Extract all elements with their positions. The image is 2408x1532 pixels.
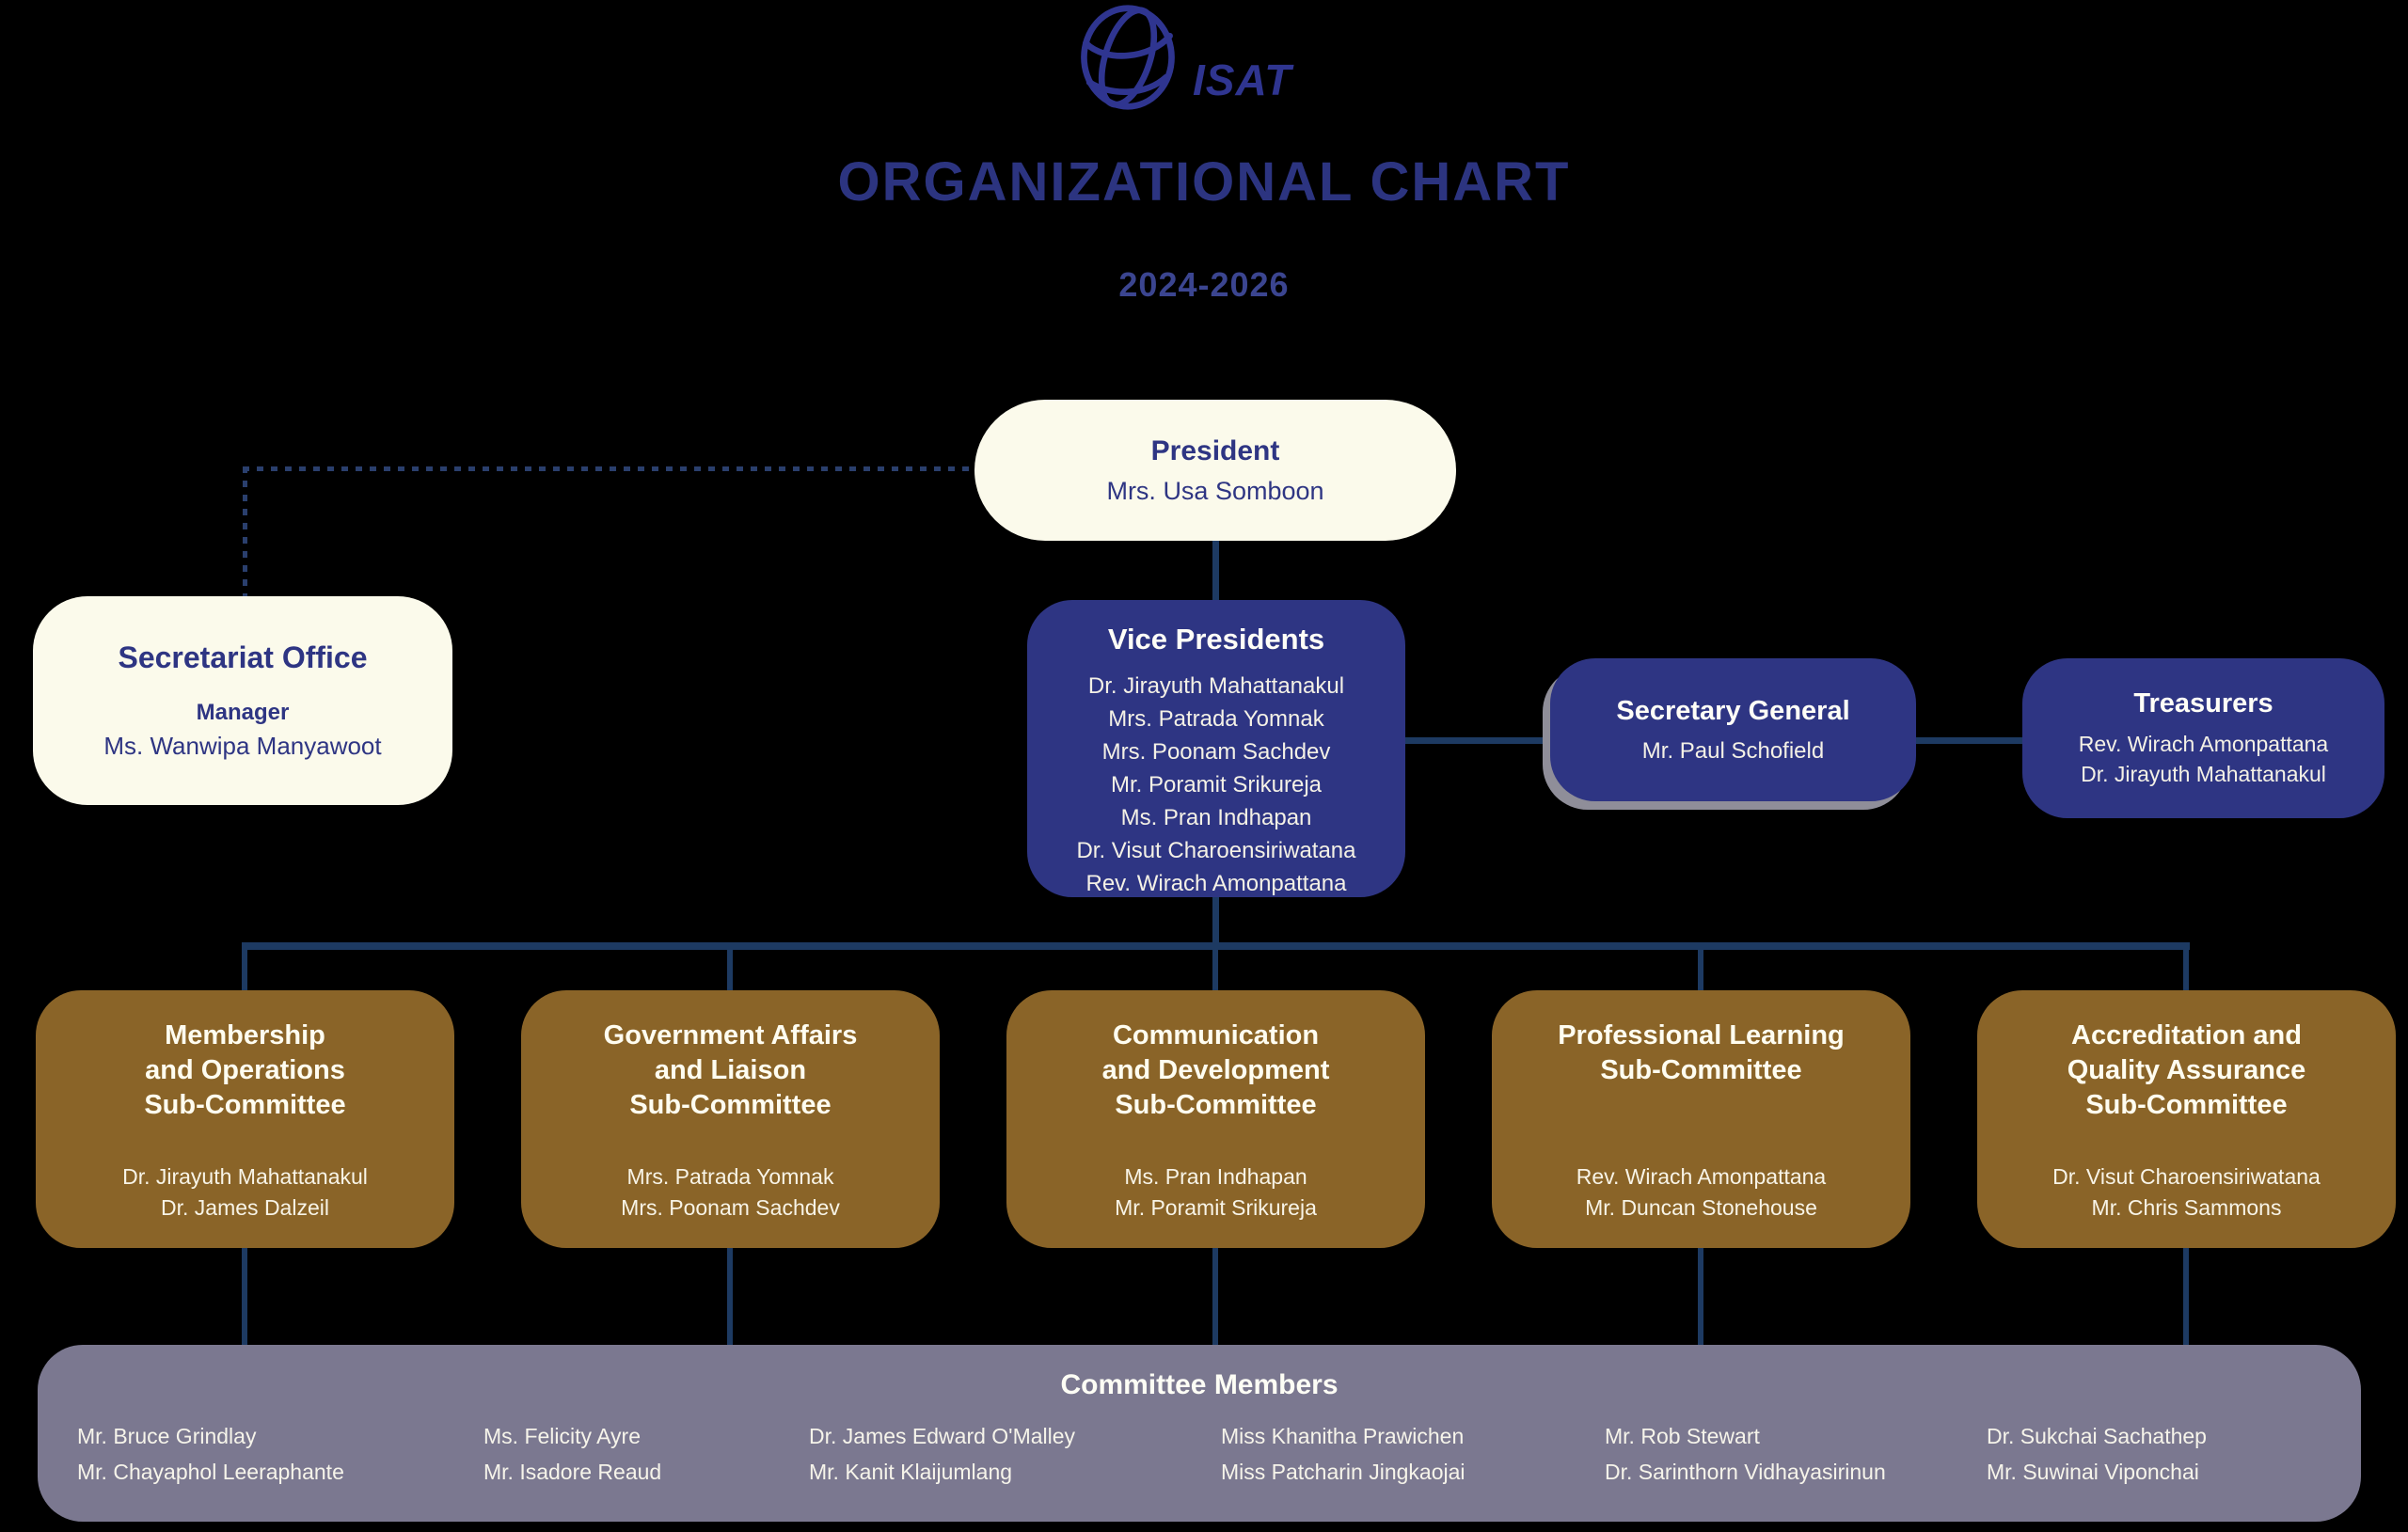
committee-members-title: Committee Members [1060,1369,1339,1400]
node-members: Rev. Wirach Amonpattana Mr. Duncan Stone… [1576,1164,1827,1220]
drop-subcommittee-5 [2183,942,2189,990]
node-members: Ms. Wanwipa Manyawoot [103,732,382,760]
committee-members-column: Dr. James Edward O'Malley Mr. Kanit Klai… [809,1424,1076,1484]
node-members: Mr. Paul Schofield [1641,737,1825,764]
brand-logo: ISAT [1078,4,1291,111]
node-title: Secretariat Office [118,640,368,674]
node-members: Ms. Pran Indhapan Mr. Poramit Srikureja [1115,1164,1317,1220]
node-role: Manager [196,700,290,725]
committee-members-column: Dr. Sukchai Sachathep Mr. Suwinai Viponc… [1987,1424,2207,1484]
committee-members-column: Ms. Felicity Ayre Mr. Isadore Reaud [483,1424,662,1484]
connector-president-vp [1212,541,1219,600]
node-members: Dr. Visut Charoensiriwatana Mr. Chris Sa… [2052,1164,2321,1220]
node-members: Rev. Wirach Amonpattana Dr. Jirayuth Mah… [2078,731,2329,786]
node-subcommittee-government-affairs: Government Affairs and Liaison Sub-Commi… [521,990,940,1248]
committee-members-column: Mr. Rob Stewart Dr. Sarinthorn Vidhayasi… [1605,1424,1886,1484]
node-treasurers: Treasurers Rev. Wirach Amonpattana Dr. J… [2022,658,2384,818]
node-subcommittee-accreditation-quality: Accreditation and Quality Assurance Sub-… [1977,990,2396,1248]
drop-committee-4 [1698,1248,1703,1347]
node-title: President [1150,434,1280,466]
drop-committee-1 [242,1248,247,1347]
connector-secretary-general-treasurers [1916,737,2022,744]
node-secretary-general: Secretary General Mr. Paul Schofield [1550,658,1916,801]
drop-committee-2 [727,1248,733,1347]
connector-president-secretariat-h [243,466,974,471]
node-title: Secretary General [1616,695,1850,726]
node-title: Communication and Development Sub-Commit… [1101,1020,1330,1120]
drop-committee-5 [2183,1248,2189,1347]
drop-subcommittee-4 [1698,942,1703,990]
brand-name: ISAT [1193,55,1292,104]
drop-subcommittee-2 [727,942,733,990]
node-members: Dr. Jirayuth Mahattanakul Mrs. Patrada Y… [1076,673,1356,896]
globe-icon [1081,5,1175,110]
node-subcommittee-professional-learning: Professional Learning Sub-Committee Rev.… [1492,990,1910,1248]
node-members: Mrs. Patrada Yomnak Mrs. Poonam Sachdev [621,1164,840,1220]
node-members: Mrs. Usa Somboon [1106,476,1324,505]
committee-members-column: Miss Khanitha Prawichen Miss Patcharin J… [1221,1424,1465,1484]
node-title: Vice Presidents [1107,623,1325,655]
drop-subcommittee-1 [242,942,247,990]
node-members: Dr. Jirayuth Mahattanakul Dr. James Dalz… [122,1164,368,1220]
committee-members-column: Mr. Bruce Grindlay Mr. Chayaphol Leeraph… [77,1424,344,1484]
connector-vp-branch [1212,896,1219,945]
page-title: ORGANIZATIONAL CHART [837,151,1571,213]
connector-president-secretariat-v [243,466,247,596]
drop-committee-3 [1212,1248,1218,1347]
node-title: Accreditation and Quality Assurance Sub-… [2067,1020,2306,1120]
node-subcommittee-communication-development: Communication and Development Sub-Commit… [1006,990,1425,1248]
node-vice-presidents: Vice Presidents Dr. Jirayuth Mahattanaku… [1027,600,1405,897]
node-title: Professional Learning Sub-Committee [1558,1020,1845,1085]
node-title: Government Affairs and Liaison Sub-Commi… [603,1020,858,1120]
node-subcommittee-membership-operations: Membership and Operations Sub-Committee … [36,990,454,1248]
node-president: President Mrs. Usa Somboon [974,400,1456,541]
node-title: Membership and Operations Sub-Committee [144,1020,346,1120]
drop-subcommittee-3 [1212,942,1218,990]
connector-vp-secretary-general [1405,737,1550,744]
node-secretariat-office: Secretariat Office Manager Ms. Wanwipa M… [33,596,452,805]
node-title: Treasurers [2133,687,2273,719]
page-term: 2024-2026 [1118,265,1290,304]
committee-members-bar: Committee Members Mr. Bruce Grindlay Mr.… [38,1345,2361,1522]
